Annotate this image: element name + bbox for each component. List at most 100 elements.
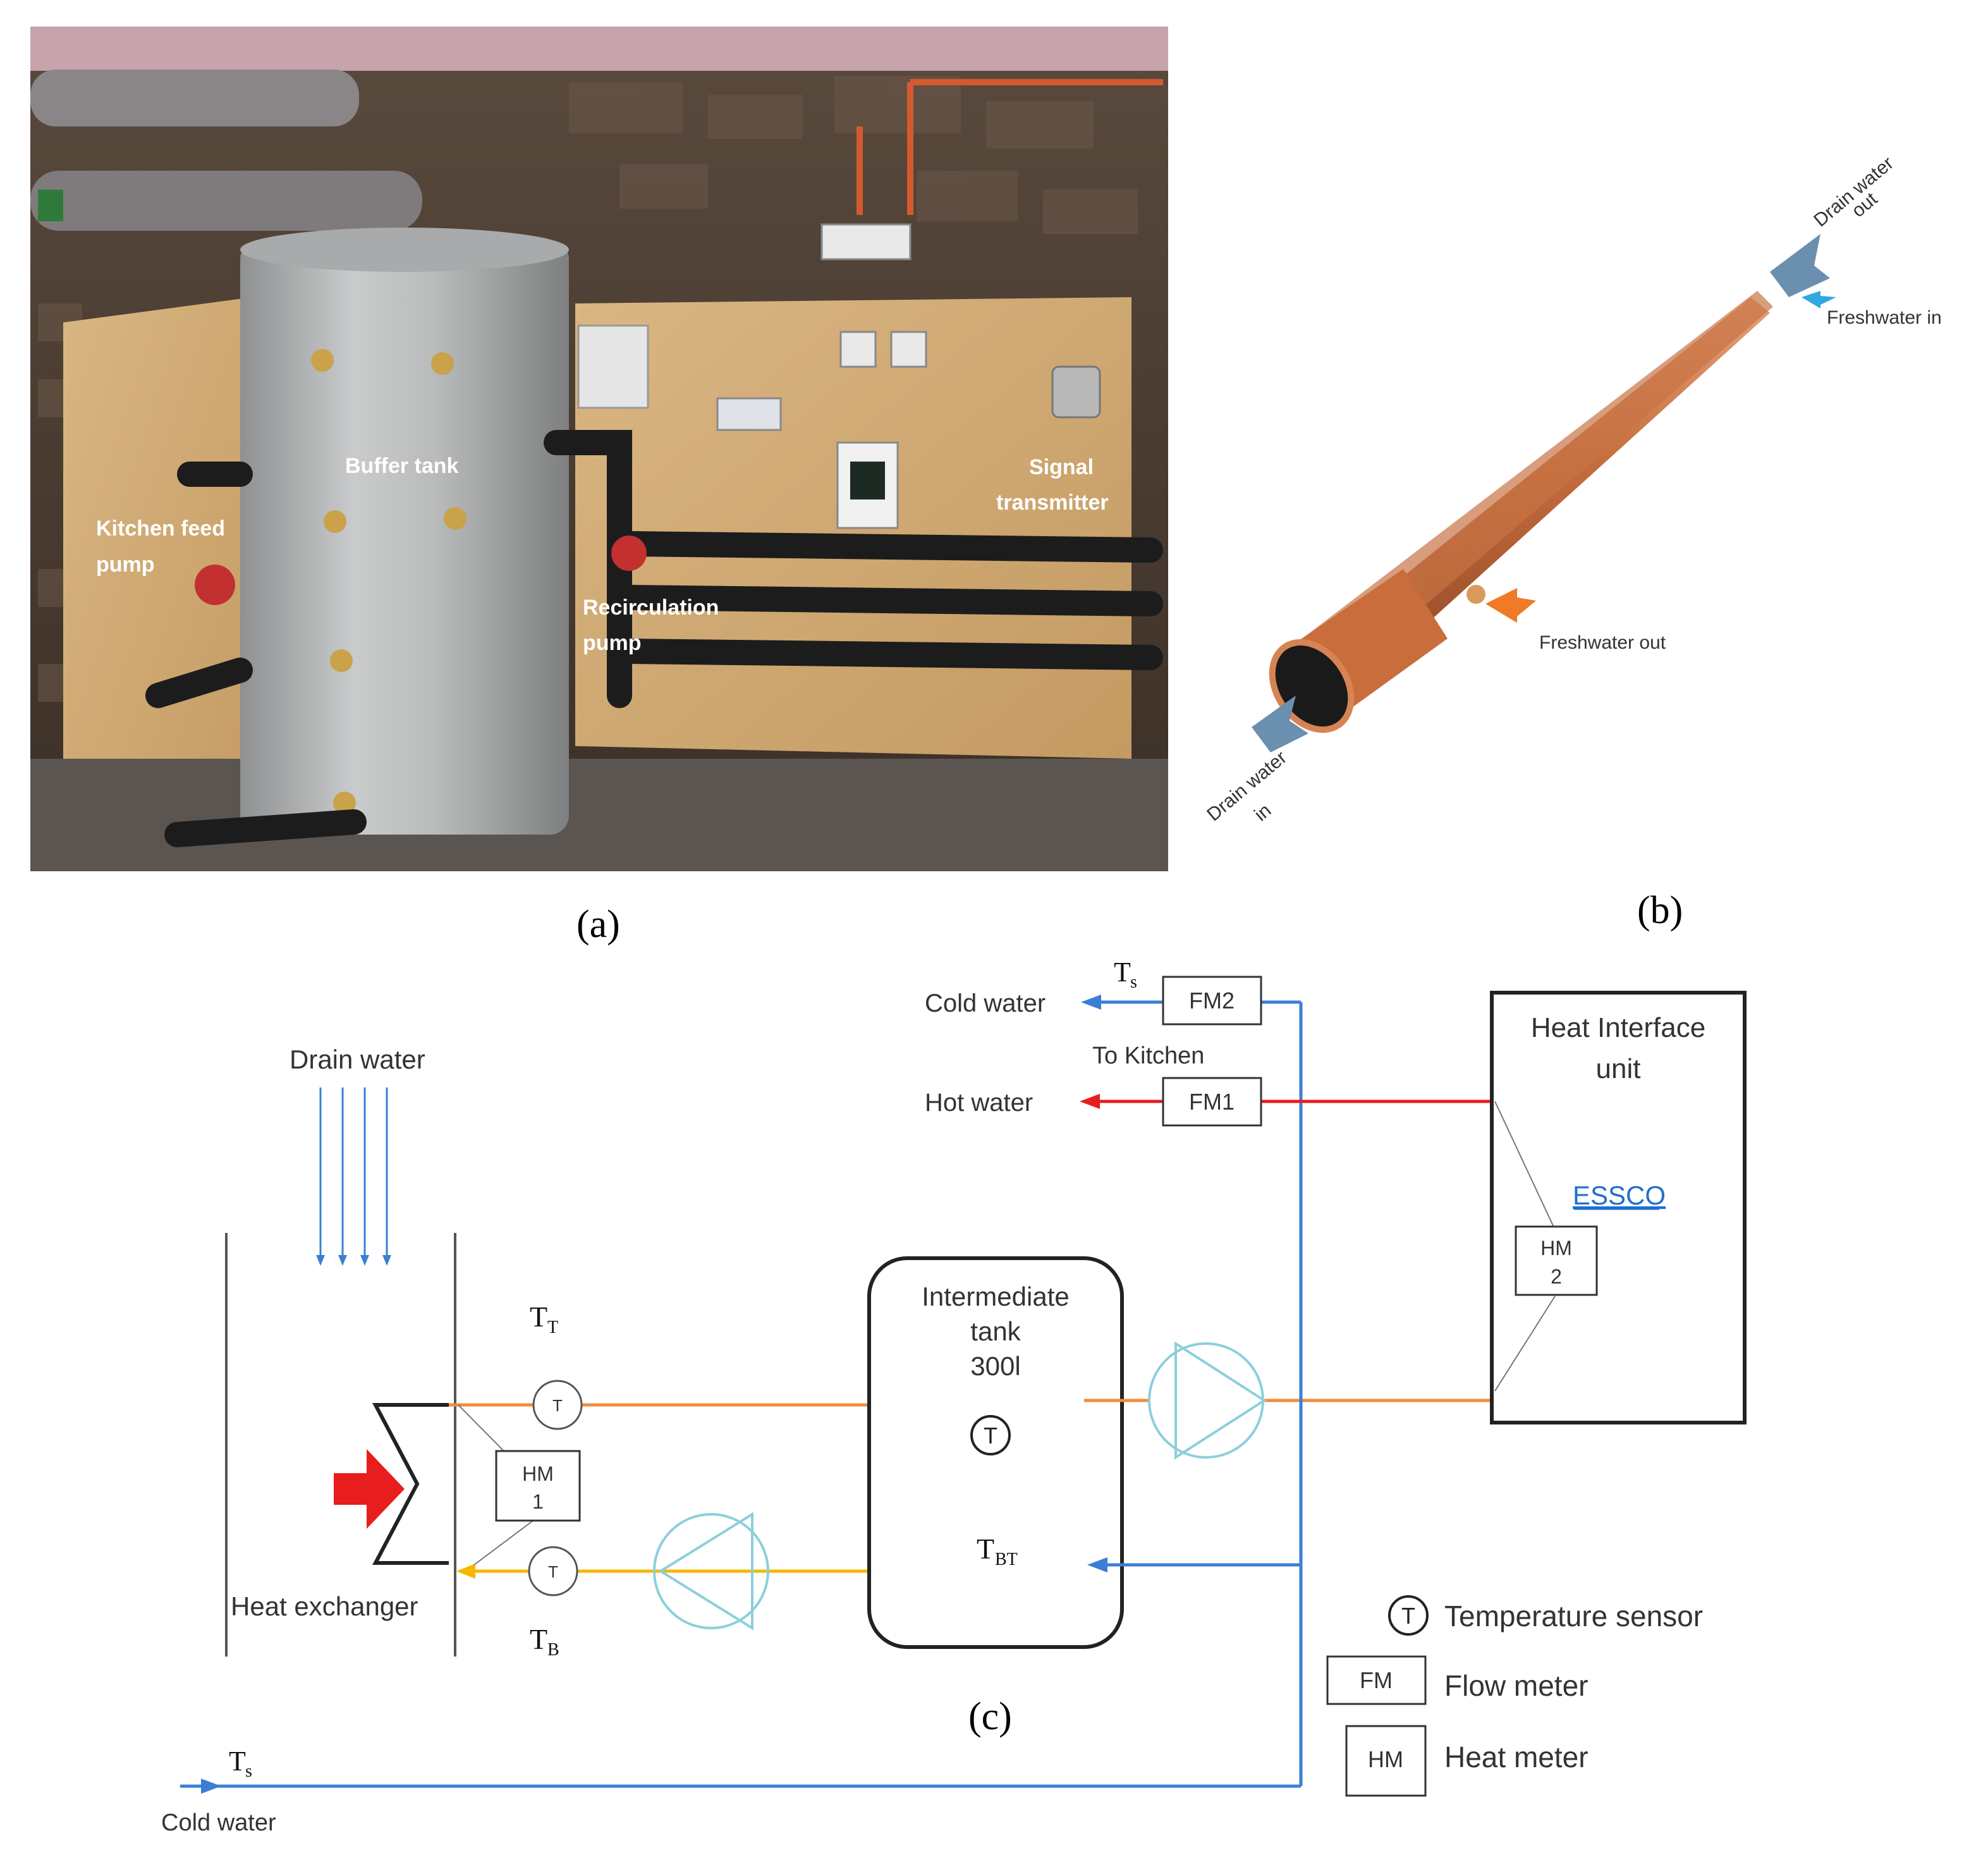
t-bt-sub: BT bbox=[995, 1550, 1018, 1569]
freshwater-out-label: Freshwater out bbox=[1539, 632, 1666, 653]
return-arrowhead bbox=[456, 1564, 475, 1579]
signal-transmitter-device bbox=[1051, 365, 1101, 419]
ts-top-label: T bbox=[1114, 957, 1131, 988]
cold-water-in-arrowhead bbox=[201, 1779, 221, 1794]
t-bottom-sub: B bbox=[547, 1640, 559, 1660]
control-box bbox=[577, 324, 649, 409]
t-top-sub: T bbox=[547, 1318, 558, 1337]
t-top-label: T bbox=[530, 1301, 547, 1333]
cold-water-top-label: Cold water bbox=[925, 989, 1046, 1017]
hot-water-arrowhead bbox=[1080, 1094, 1100, 1109]
hm2-box bbox=[1515, 1225, 1598, 1296]
to-kitchen-label: To Kitchen bbox=[1092, 1043, 1204, 1069]
t-bottom-label: T bbox=[530, 1623, 547, 1655]
wall-copper-pipes bbox=[857, 79, 1163, 215]
legend-fm-box bbox=[1326, 1655, 1427, 1705]
signal-label-2: transmitter bbox=[996, 491, 1109, 515]
tank-temperature-sensor bbox=[970, 1415, 1011, 1455]
ts-bottom-label: T bbox=[229, 1746, 246, 1777]
ceiling bbox=[30, 27, 1168, 71]
heat-interface-unit bbox=[1490, 991, 1747, 1424]
legend-hm-box-label: HM bbox=[1368, 1746, 1403, 1772]
drain-in-arrow bbox=[1252, 695, 1308, 752]
fm1-box bbox=[1162, 1077, 1262, 1127]
hm2-label-2: 2 bbox=[1551, 1265, 1562, 1288]
tank-sensor-glyph: T bbox=[984, 1423, 997, 1449]
socket bbox=[820, 223, 912, 260]
essco-link[interactable]: ESSCO bbox=[1573, 1180, 1666, 1210]
tank-label-2: tank bbox=[970, 1316, 1021, 1346]
hm1-label-2: 1 bbox=[532, 1490, 544, 1513]
legend: T Temperature sensor FM Flow meter HM He… bbox=[1326, 1595, 1703, 1797]
panel-label-b: (b) bbox=[1637, 889, 1683, 932]
signal-label-1: Signal bbox=[1029, 455, 1094, 479]
circulation-pump-top bbox=[1148, 1342, 1264, 1459]
tank-fittings bbox=[311, 349, 467, 814]
photo-a: Buffer tank Kitchen feed pump Recirculat… bbox=[30, 27, 1168, 871]
legend-hm-label: Heat meter bbox=[1444, 1741, 1589, 1773]
pipe-label bbox=[38, 190, 63, 221]
drain-in-label-1: Drain water bbox=[1203, 747, 1291, 825]
freshwater-in-arrow bbox=[1802, 291, 1836, 309]
photo-b: Drain water out Freshwater in Freshwater… bbox=[1203, 152, 1941, 825]
t-bt-label: T bbox=[977, 1533, 994, 1565]
switch-1 bbox=[839, 331, 877, 368]
ts-bottom-sub: s bbox=[245, 1761, 252, 1781]
freshwater-out-arrow bbox=[1485, 588, 1536, 623]
cold-to-tank-arrowhead bbox=[1087, 1557, 1107, 1572]
legend-hm-box bbox=[1345, 1725, 1427, 1797]
tank-label-1: Intermediate bbox=[922, 1282, 1069, 1311]
legend-sensor-icon bbox=[1388, 1595, 1429, 1636]
panel-label-c: (c) bbox=[968, 1695, 1012, 1738]
cold-water-bottom-label: Cold water bbox=[161, 1810, 276, 1836]
drain-arrowheads bbox=[316, 1255, 391, 1266]
recirculation-label-2: pump bbox=[583, 631, 642, 655]
fm2-label: FM2 bbox=[1189, 988, 1235, 1014]
legend-fm-label: Flow meter bbox=[1444, 1669, 1588, 1702]
fm2-box bbox=[1162, 976, 1262, 1026]
hm1-link-top bbox=[458, 1404, 508, 1455]
heat-input-arrow bbox=[334, 1449, 405, 1529]
legend-fm-box-label: FM bbox=[1360, 1667, 1393, 1693]
pump-bottom-triangle bbox=[658, 1512, 753, 1631]
freshwater-in-label: Freshwater in bbox=[1827, 307, 1942, 328]
tank-label-3: 300l bbox=[970, 1351, 1020, 1381]
recirculation-pump-device bbox=[611, 536, 647, 571]
floor bbox=[30, 759, 1168, 871]
legend-sensor-glyph: T bbox=[1401, 1603, 1415, 1629]
drain-out-arrow bbox=[1770, 234, 1830, 297]
overhead-pipe-1 bbox=[30, 70, 359, 126]
hm1-label-1: HM bbox=[522, 1462, 554, 1485]
hm1-box bbox=[495, 1450, 581, 1522]
drain-water-label: Drain water bbox=[290, 1044, 425, 1074]
recirculation-label-1: Recirculation bbox=[583, 596, 719, 620]
sensor-bottom-glyph: T bbox=[548, 1562, 558, 1581]
temperature-sensor-bottom bbox=[528, 1546, 578, 1596]
diagram-c: Drain water Heat exchanger T T T bbox=[161, 957, 1747, 1836]
drain-water-arrows bbox=[319, 1087, 388, 1258]
plywood-left bbox=[63, 297, 253, 871]
insulated-pipes bbox=[145, 430, 1163, 847]
hiu-label-2: unit bbox=[1596, 1053, 1641, 1084]
hiu-label-1: Heat Interface bbox=[1531, 1012, 1705, 1043]
hot-water-label: Hot water bbox=[925, 1089, 1033, 1117]
hm2-label-1: HM bbox=[1540, 1237, 1572, 1259]
pump-top-triangle bbox=[1174, 1341, 1267, 1460]
heat-exchanger-symbol bbox=[372, 1403, 449, 1565]
panel-label-a: (a) bbox=[576, 903, 620, 946]
sensor-top-glyph: T bbox=[552, 1396, 563, 1415]
ts-top-sub: s bbox=[1130, 972, 1137, 992]
drain-in-label-2: in bbox=[1250, 800, 1275, 825]
heat-exchanger-label: Heat exchanger bbox=[231, 1591, 418, 1621]
kitchen-feed-label-1: Kitchen feed bbox=[96, 517, 225, 541]
temperature-sensor-top bbox=[532, 1380, 583, 1430]
buffer-tank-top bbox=[240, 228, 569, 272]
cold-water-out-arrowhead bbox=[1081, 995, 1101, 1010]
kitchen-feed-pump-device bbox=[195, 565, 235, 605]
overhead-pipe-2 bbox=[30, 171, 422, 231]
fresh-out-fitting bbox=[1467, 585, 1485, 604]
hm2-link-bottom bbox=[1494, 1296, 1556, 1392]
logger-box bbox=[716, 397, 782, 431]
switch-2 bbox=[890, 331, 927, 368]
